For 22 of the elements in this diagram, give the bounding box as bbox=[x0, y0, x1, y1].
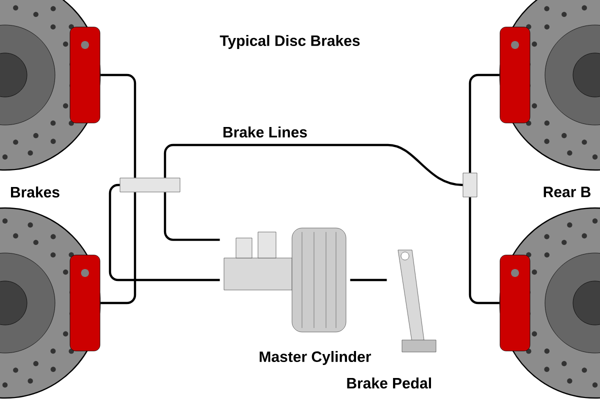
brake-line bbox=[468, 197, 500, 304]
brake-line bbox=[108, 184, 220, 282]
master-cylinder-drawing bbox=[224, 228, 346, 332]
brake-line bbox=[468, 74, 500, 173]
brake-line bbox=[100, 74, 136, 178]
brake-disc-drawing bbox=[0, 0, 101, 171]
title: Typical Disc Brakes bbox=[220, 35, 360, 49]
label: Brakes bbox=[10, 186, 60, 198]
label: Rear B bbox=[544, 186, 590, 198]
brake-line bbox=[350, 278, 387, 282]
brake-disc-drawing bbox=[499, 0, 600, 171]
brake-line bbox=[100, 192, 136, 304]
brake-line bbox=[164, 192, 220, 241]
label: Brake Lines bbox=[223, 126, 307, 138]
tee-fitting bbox=[462, 172, 478, 198]
label: Brake Pedal bbox=[347, 378, 431, 388]
brake-disc-drawing bbox=[0, 252, 100, 354]
label: Master Cylinder bbox=[260, 351, 372, 365]
brake-disc-drawing bbox=[500, 252, 600, 354]
brake-line bbox=[164, 144, 463, 186]
brake-pedal-drawing bbox=[398, 250, 436, 352]
valve-block bbox=[120, 178, 180, 192]
